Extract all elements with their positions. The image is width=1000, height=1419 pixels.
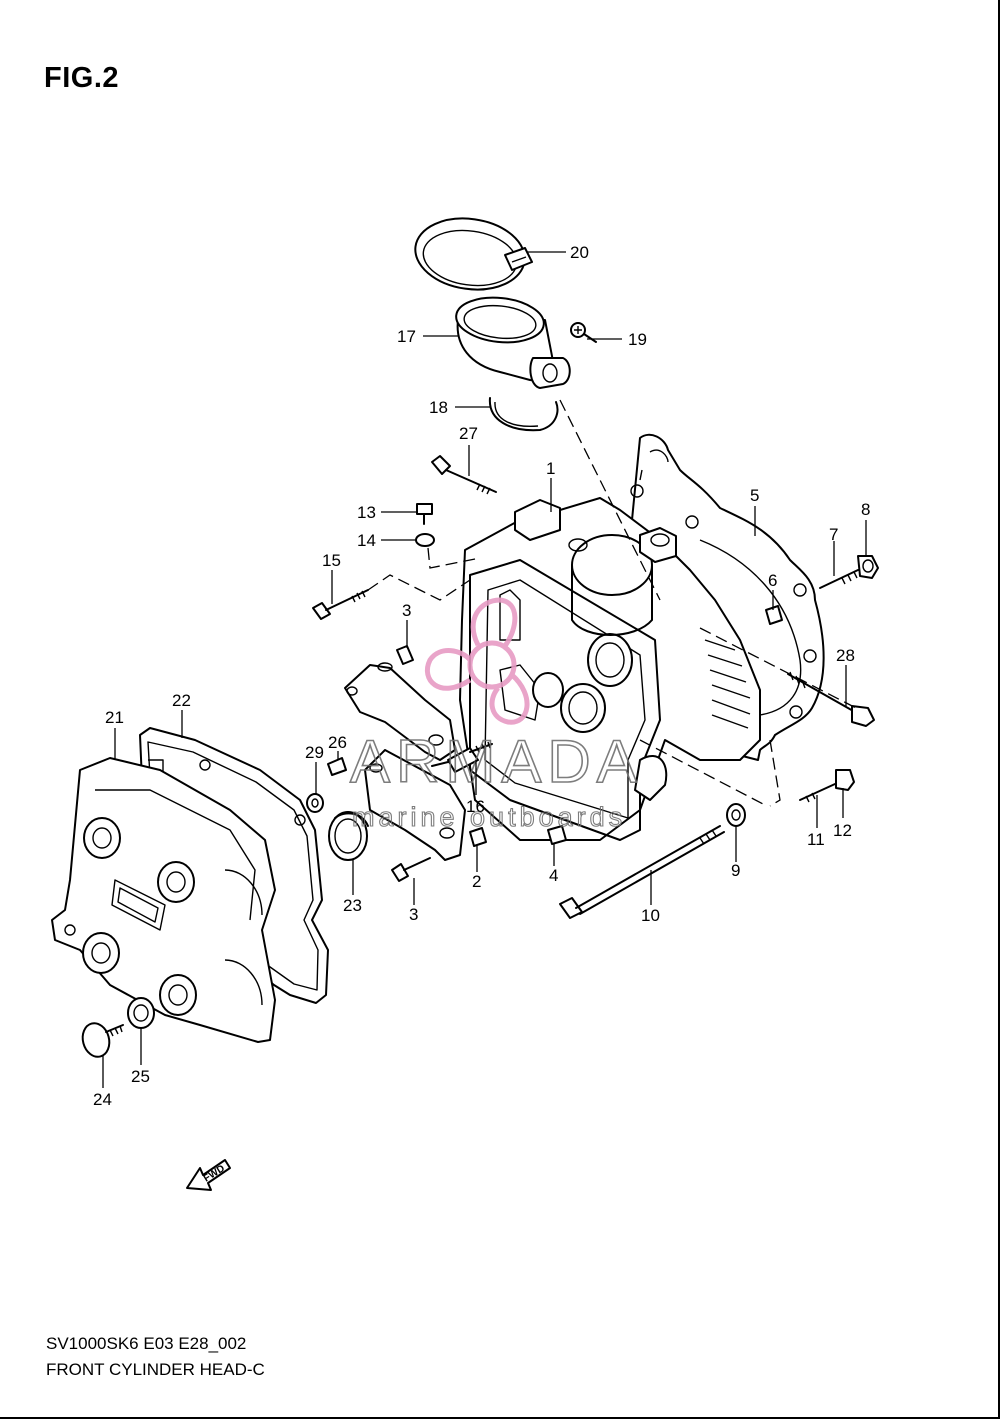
callout-13: 13 (357, 503, 376, 522)
part-long-bolt-10 (559, 825, 725, 919)
fwd-arrow: FWD (186, 1159, 231, 1191)
frame-border-right (998, 0, 1000, 1419)
part-bolt-28 (787, 671, 875, 727)
callout-4: 4 (549, 866, 558, 885)
part-o-ring (488, 397, 559, 432)
callout-group: 20 17 19 18 27 1 5 8 13 14 7 6 15 3 28 2… (93, 243, 870, 1109)
callout-22: 22 (172, 691, 191, 710)
callout-17: 17 (397, 327, 416, 346)
part-bolt-27 (431, 455, 497, 495)
part-head-cover (51, 757, 276, 1043)
part-washer (306, 793, 324, 813)
callout-2: 2 (472, 872, 481, 891)
part-lower-holder (364, 749, 466, 861)
callout-3-upper: 3 (402, 601, 411, 620)
model-code: SV1000SK6 E03 E28_002 (46, 1334, 247, 1353)
callout-9: 9 (731, 861, 740, 880)
callout-8: 8 (861, 500, 870, 519)
part-hose-clamp (414, 217, 533, 291)
part-cam-holder (344, 662, 456, 761)
part-bolt-3-lower (391, 857, 431, 882)
part-intake-pipe (455, 296, 571, 389)
part-stud-11 (799, 783, 836, 803)
part-nut-8 (857, 555, 879, 579)
part-spark-plug (431, 741, 493, 773)
part-bolt-15 (312, 589, 369, 620)
callout-5: 5 (750, 486, 759, 505)
part-dowel-pins (327, 605, 783, 847)
watermark-brand: ARMADA (350, 728, 643, 795)
assembly-lines (367, 399, 861, 807)
callout-19: 19 (628, 330, 647, 349)
callout-27: 27 (459, 424, 478, 443)
callout-11: 11 (807, 830, 825, 849)
section-name: FRONT CYLINDER HEAD-C (46, 1360, 265, 1379)
callout-23: 23 (343, 896, 362, 915)
callout-21: 21 (105, 708, 124, 727)
part-cover-bolt (81, 1022, 124, 1058)
callout-7: 7 (829, 525, 838, 544)
callout-10: 10 (641, 906, 660, 925)
callout-29: 29 (305, 743, 324, 762)
part-grommet (127, 997, 155, 1029)
watermark-logo: ARMADA marine outboards (349, 597, 643, 833)
part-stud-7 (819, 569, 859, 589)
callout-3-lower: 3 (409, 905, 418, 924)
callout-26: 26 (328, 733, 347, 752)
callout-6: 6 (768, 571, 777, 590)
callout-24: 24 (93, 1090, 112, 1109)
callout-12: 12 (833, 821, 852, 840)
callout-20: 20 (570, 243, 589, 262)
part-washer-9 (726, 803, 746, 827)
part-oil-seal (328, 811, 369, 861)
part-washer-14 (415, 533, 435, 547)
callout-25: 25 (131, 1067, 150, 1086)
callout-18: 18 (429, 398, 448, 417)
part-cylinder-head (459, 497, 761, 841)
callout-16: 16 (466, 797, 485, 816)
figure-title: FIG.2 (44, 62, 120, 94)
watermark-tagline: marine outboards (352, 802, 626, 832)
part-screw (570, 322, 597, 343)
callout-14: 14 (357, 531, 376, 550)
callout-1: 1 (546, 459, 555, 478)
part-bolt-13 (416, 503, 433, 525)
part-nut-12 (835, 769, 855, 791)
callout-15: 15 (322, 551, 341, 570)
frame-border-bottom (0, 1417, 1000, 1419)
callout-28: 28 (836, 646, 855, 665)
